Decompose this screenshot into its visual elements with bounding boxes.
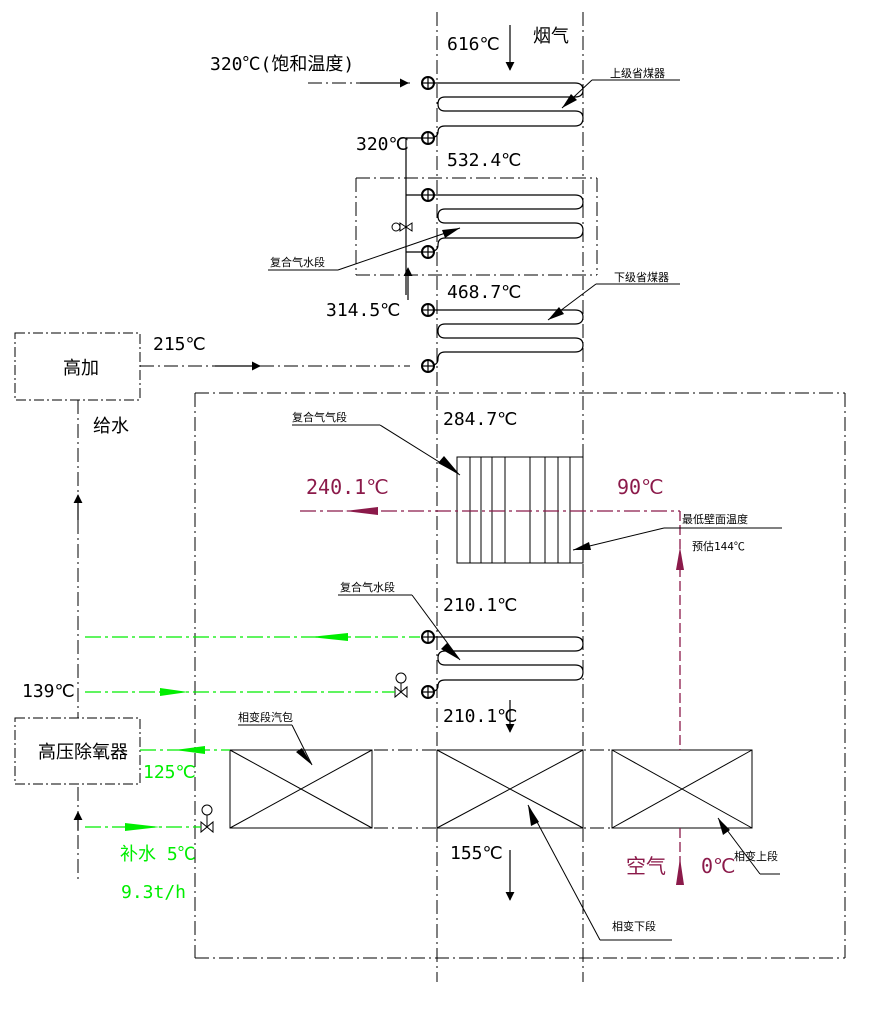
text-labels: 320℃(饱和温度) 616℃ 烟气 上级省煤器 320℃ 532.4℃ 复合气… [22, 26, 778, 933]
label-t0: 0℃ [701, 854, 736, 878]
equipment-boxes [14, 332, 141, 785]
label-composite-water-lower: 复合气水段 [340, 580, 395, 594]
label-t139: 139℃ [22, 681, 75, 702]
label-t532: 532.4℃ [447, 150, 521, 171]
leader-arrowheads [296, 94, 730, 835]
composite-gas-section [456, 456, 584, 564]
label-t284: 284.7℃ [443, 409, 517, 430]
label-t210-bottom: 210.1℃ [443, 706, 517, 727]
label-t125: 125℃ [143, 762, 196, 783]
flow-arrows [73, 25, 515, 901]
label-air: 空气 [626, 854, 666, 878]
label-phase-lower: 相变下段 [612, 919, 656, 933]
header-node-crosses [422, 77, 434, 698]
label-t215: 215℃ [153, 334, 206, 355]
label-t90: 90℃ [617, 475, 664, 499]
water-arrows [125, 633, 348, 831]
label-t314: 314.5℃ [326, 300, 400, 321]
label-t155: 155℃ [450, 843, 503, 864]
label-composite-water-upper: 复合气水段 [270, 255, 325, 269]
label-hp-heater: 高加 [63, 358, 99, 379]
label-estimate-144: 预估144℃ [692, 540, 745, 553]
label-makeup-flow: 9.3t/h [121, 882, 186, 903]
phase-change-boxes [229, 749, 753, 829]
economizer-tubes [405, 82, 584, 693]
label-phase-drum: 相变段汽包 [238, 710, 293, 724]
label-sat-temp: 320℃(饱和温度) [210, 54, 354, 75]
label-upper-economizer: 上级省煤器 [610, 67, 665, 80]
air-arrows [345, 507, 684, 885]
label-min-wall-temp: 最低壁面温度 [682, 512, 748, 526]
valve-upper [391, 222, 413, 232]
leader-lines [238, 79, 782, 941]
label-deaerator: 高压除氧器 [38, 742, 128, 763]
water-text-labels: 125℃ 补水 5℃ 9.3t/h [120, 762, 196, 903]
label-flue-gas: 烟气 [533, 26, 569, 47]
label-feedwater: 给水 [93, 416, 129, 437]
label-t616: 616℃ [447, 34, 500, 55]
valve-makeup [200, 804, 214, 834]
label-t320: 320℃ [356, 134, 409, 155]
label-lower-economizer: 下级省煤器 [614, 271, 669, 284]
label-composite-gas: 复合气气段 [292, 410, 347, 424]
air-text-labels: 240.1℃ 90℃ 空气 0℃ [306, 475, 736, 878]
label-t240: 240.1℃ [306, 475, 389, 499]
label-phase-upper: 相变上段 [734, 849, 778, 863]
label-t468: 468.7℃ [447, 282, 521, 303]
label-makeup-water: 补水 5℃ [120, 844, 196, 865]
label-t210-top: 210.1℃ [443, 595, 517, 616]
valve-lower [394, 672, 408, 699]
air-lines [300, 510, 681, 885]
header-nodes [421, 76, 435, 699]
